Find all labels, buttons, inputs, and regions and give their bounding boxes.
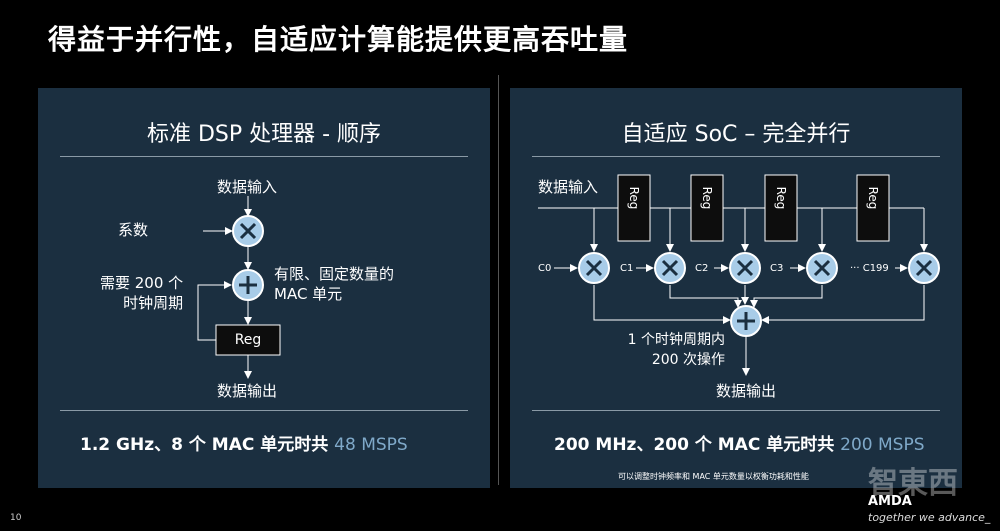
register-blocks xyxy=(617,174,890,242)
right-data-in: 数据输入 xyxy=(538,178,599,196)
left-panel-title: 标准 DSP 处理器 - 顺序 xyxy=(146,122,382,147)
multiply-node-0 xyxy=(578,252,610,284)
multiply-node-1 xyxy=(654,252,686,284)
page-number: 10 xyxy=(10,513,22,523)
reg-label-2: Reg xyxy=(700,186,714,210)
sum-node xyxy=(730,305,762,337)
left-coeff-label: 系数 xyxy=(118,221,149,239)
register-block xyxy=(215,324,281,356)
right-panel: 自适应 SoC – 完全并行 数据输入 Reg Reg Reg Reg C0 C… xyxy=(510,88,962,488)
register-block-4 xyxy=(856,174,890,242)
multiply-node-3 xyxy=(806,252,838,284)
right-title-rule xyxy=(532,156,940,157)
coeff-c199: ··· C199 xyxy=(850,263,889,274)
register-block-2 xyxy=(690,174,724,242)
slide-title: 得益于并行性，自适应计算能提供更高吞吐量 xyxy=(48,23,629,56)
left-footer-rule xyxy=(60,410,468,411)
left-data-out: 数据输出 xyxy=(217,382,278,400)
watermark-logo: 智東西 xyxy=(868,466,958,501)
multiply-node xyxy=(232,215,264,247)
left-title-rule xyxy=(60,156,468,157)
left-footer-highlight: 48 MSPS xyxy=(334,435,408,455)
multiply-node-2 xyxy=(729,252,761,284)
right-footer: 200 MHz、200 个 MAC 单元时共 200 MSPS xyxy=(554,430,925,455)
left-data-in: 数据输入 xyxy=(217,178,278,196)
right-ops-note: 1 个时钟周期内 200 次操作 xyxy=(627,332,725,368)
amd-logo: AMDA xyxy=(868,494,912,509)
tagline: together we advance_ xyxy=(868,511,991,524)
coeff-c3: C3 xyxy=(770,263,784,274)
left-panel: 标准 DSP 处理器 - 顺序 数据输入 系数 需要 200 个 时钟周期 有限… xyxy=(38,88,490,488)
coeff-c2: C2 xyxy=(695,263,709,274)
left-cycles-label: 需要 200 个 时钟周期 xyxy=(100,274,184,312)
register-block-3 xyxy=(764,174,798,242)
add-node xyxy=(232,269,264,301)
right-note: 可以调整时钟频率和 MAC 单元数量以权衡功耗和性能 xyxy=(618,472,809,481)
divider xyxy=(498,75,499,485)
right-footer-main: 200 MHz、200 个 MAC 单元时共 xyxy=(554,435,835,455)
reg-label-3: Reg xyxy=(774,186,788,210)
left-footer: 1.2 GHz、8 个 MAC 单元时共 48 MSPS xyxy=(80,430,408,455)
left-reg-label: Reg xyxy=(234,332,262,348)
right-footer-rule xyxy=(532,410,940,411)
multiply-node-4 xyxy=(908,252,940,284)
coeff-c0: C0 xyxy=(538,263,552,274)
register-block-1 xyxy=(617,174,651,242)
coeff-c1: C1 xyxy=(620,263,634,274)
left-footer-main: 1.2 GHz、8 个 MAC 单元时共 xyxy=(80,435,329,455)
left-mac-note: 有限、固定数量的 MAC 单元 xyxy=(274,265,395,303)
right-data-out: 数据输出 xyxy=(716,382,777,400)
sequential-diagram xyxy=(197,196,281,379)
right-footer-highlight: 200 MSPS xyxy=(840,435,925,455)
parallel-diagram xyxy=(538,174,940,376)
reg-label-1: Reg xyxy=(627,186,641,210)
reg-label-4: Reg xyxy=(866,186,880,210)
right-panel-title: 自适应 SoC – 完全并行 xyxy=(621,122,851,147)
